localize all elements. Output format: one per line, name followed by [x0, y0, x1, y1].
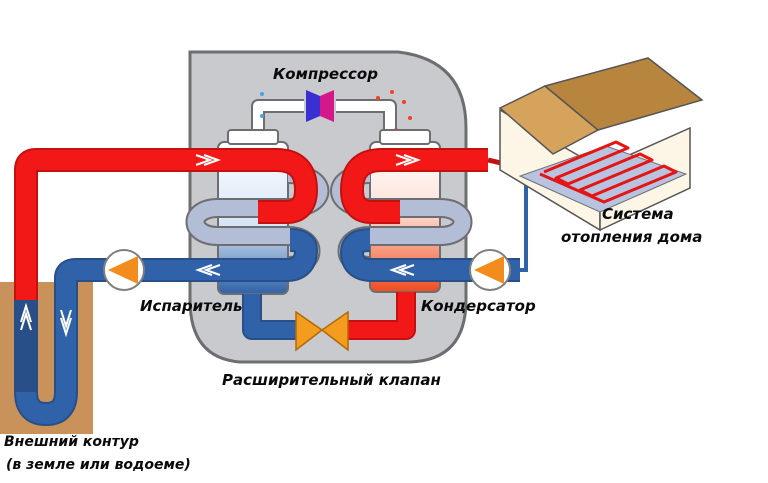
- outer-loop-hot-pipe-inner: [16, 150, 316, 300]
- heating-hot-pipe-inner: [341, 150, 488, 222]
- house-icon: [498, 57, 704, 232]
- outer-loop-cold-pipe-inner: [56, 230, 317, 282]
- heating-system-sublabel: отопления дома: [561, 228, 703, 246]
- compressor-label: Компрессор: [273, 65, 378, 83]
- condenser-label: Кондерсатор: [421, 297, 536, 315]
- evaporator-label: Испаритель: [140, 297, 243, 315]
- pump-icon: [103, 249, 145, 291]
- flow-arrow-icon: [20, 154, 421, 338]
- expansion-valve-icon: [295, 310, 349, 352]
- compressor-icon: [306, 90, 334, 122]
- underfloor-heating-coil: [539, 140, 678, 204]
- outer-loop-sublabel: (в земле или водоеме): [6, 457, 191, 473]
- expansion-valve-label: Расширительный клапан: [222, 371, 441, 389]
- heating-system-label: Система: [602, 205, 674, 223]
- pump-icon: [469, 249, 511, 291]
- outer-loop-label: Внешний контур: [4, 434, 139, 450]
- well-u-tube-bottom: [16, 282, 76, 425]
- cold-refrigerant-line-inner: [244, 294, 302, 338]
- hot-refrigerant-line-inner: [340, 292, 414, 338]
- heating-cold-pipe-inner: [341, 230, 520, 280]
- house-return-line: [520, 180, 528, 272]
